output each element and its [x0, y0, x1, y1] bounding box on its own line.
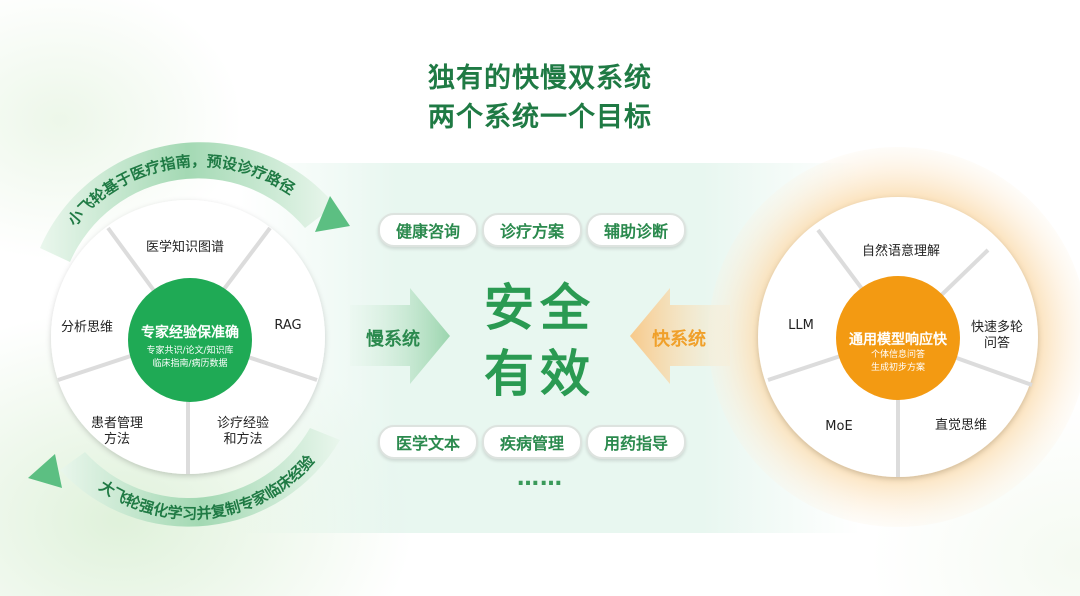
- left-hub-sub-1: 专家共识/论文/知识库: [146, 346, 234, 356]
- right-segment-3: MoE: [825, 419, 853, 434]
- pill-medical-text: 医学文本: [378, 425, 478, 459]
- top-ribbon: [40, 142, 335, 262]
- title-line-1: 独有的快慢双系统: [428, 63, 652, 94]
- title-line-2: 两个系统一个目标: [428, 102, 652, 133]
- left-hub-sub-2: 临床指南/病历数据: [152, 359, 228, 369]
- left-segment-3: 患者管理 方法: [90, 416, 143, 447]
- fast-system-label: 快系统: [652, 329, 706, 350]
- top-ribbon-arrow: [315, 196, 350, 232]
- pill-disease-management: 疾病管理: [482, 425, 582, 459]
- slow-system-label: 慢系统: [366, 329, 420, 350]
- right-segment-1: 快速多轮 问答: [970, 320, 1023, 351]
- pill-treatment-plan: 诊疗方案: [482, 213, 582, 247]
- left-hub: [128, 278, 252, 402]
- pill-assisted-diagnosis: 辅助诊断: [586, 213, 686, 247]
- right-segment-4: LLM: [788, 318, 814, 333]
- bottom-ribbon-arrow: [28, 454, 62, 488]
- fast-arrow: [630, 288, 730, 384]
- left-segment-2: 诊疗经验 和方法: [216, 416, 269, 447]
- pill-medication-guide: 用药指导: [586, 425, 686, 459]
- right-segment-2: 直觉思维: [934, 418, 987, 433]
- pill-health-consult: 健康咨询: [378, 213, 478, 247]
- left-segment-1: RAG: [274, 318, 302, 333]
- right-hub-title: 通用模型响应快: [849, 332, 947, 348]
- center-ellipsis: ……: [517, 466, 563, 491]
- right-hub-sub-2: 生成初步方案: [870, 363, 925, 373]
- left-segment-0: 医学知识图谱: [145, 240, 224, 255]
- right-segment-0: 自然语意理解: [861, 244, 940, 259]
- center-big-line-1: 安全: [484, 279, 596, 337]
- right-hub-sub-1: 个体信息问答: [870, 350, 925, 360]
- left-hub-title: 专家经验保准确: [141, 325, 239, 341]
- bottom-ribbon: [60, 428, 340, 527]
- slow-arrow: [350, 288, 450, 384]
- left-segment-4: 分析思维: [60, 320, 113, 335]
- right-hub: [836, 276, 960, 400]
- center-big-line-2: 有效: [484, 345, 596, 403]
